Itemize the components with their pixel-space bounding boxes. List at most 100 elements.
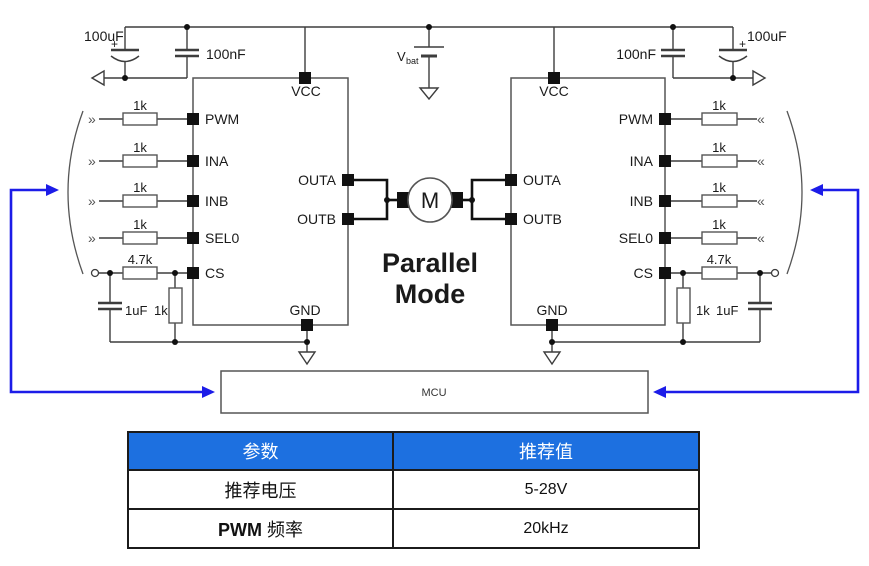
junction-dot <box>172 270 178 276</box>
junction-dot <box>680 270 686 276</box>
ground-icon <box>752 69 767 87</box>
circuit-diagram: M <box>9 24 860 414</box>
resistor-label-1k: 1k <box>712 98 726 113</box>
value-cell: 5-28V <box>392 469 700 510</box>
param-bold-part: PWM <box>217 519 262 540</box>
resistor-body <box>701 194 738 208</box>
resistor-label-1k: 1k <box>712 180 726 195</box>
resistor-label-1k: 1k <box>133 217 147 232</box>
blue-arrow-line <box>9 188 202 394</box>
table-header-parameter: 参数 <box>127 431 394 471</box>
pin-square <box>187 232 199 244</box>
junction-dot <box>172 339 178 345</box>
pin-square <box>301 319 313 331</box>
junction-dot <box>184 24 190 30</box>
resistor-body <box>122 112 158 126</box>
motor-label: M <box>421 188 439 213</box>
resistor-body <box>676 287 691 324</box>
table-row: PWM 频率 20kHz <box>127 508 700 549</box>
junction-dot <box>107 270 113 276</box>
input-connector-icon: » <box>88 111 96 127</box>
input-connector-icon: » <box>88 153 96 169</box>
left-ic-vcc-label: VCC <box>291 83 321 99</box>
wire-thick <box>470 178 505 221</box>
parameter-table: 参数 推荐值 推荐电压 5-28V PWM 频率 20kHz <box>127 431 700 549</box>
left-ic-pin-sel0: SEL0 <box>205 230 239 246</box>
right-ic-gnd-label: GND <box>536 302 567 318</box>
junction-dot <box>469 197 475 203</box>
right-decoupling-cap-label: 100nF <box>616 46 656 62</box>
mode-title-line1: Parallel <box>382 248 478 278</box>
pin-square <box>187 155 199 167</box>
junction-dot <box>384 197 390 203</box>
arrow-head-icon <box>810 184 823 196</box>
left-ic-gnd-label: GND <box>289 302 320 318</box>
ground-icon <box>542 351 562 366</box>
pin-square <box>299 72 311 84</box>
junction-dot <box>304 339 310 345</box>
resistor-body <box>701 154 738 168</box>
junction-dot <box>757 270 763 276</box>
resistor-label-1k: 1k <box>712 140 726 155</box>
left-ic-pin-outa: OUTA <box>298 172 337 188</box>
resistor-body <box>122 154 158 168</box>
mcu-signal-arrows <box>9 184 860 398</box>
table-header-row: 参数 推荐值 <box>127 431 700 471</box>
resistor-body <box>701 266 738 280</box>
right-ic-pin-cs: CS <box>634 265 653 281</box>
resistor-label-4_7k: 4.7k <box>128 252 153 267</box>
bulk-cap-curved-plate <box>110 55 140 63</box>
filter-cap-label: 1uF <box>716 303 738 318</box>
resistor-body <box>701 112 738 126</box>
filter-cap-plates <box>748 301 772 311</box>
pin-square <box>342 213 354 225</box>
vbat-subscript: bat <box>406 56 419 66</box>
arrow-head-icon <box>202 386 215 398</box>
blue-arrow-line <box>666 188 860 394</box>
resistor-label-1k: 1k <box>133 98 147 113</box>
resistors <box>122 112 738 324</box>
shunt-resistor-label: 1k <box>696 303 710 318</box>
mode-title-line2: Mode <box>395 279 466 309</box>
right-ic-pin-outa: OUTA <box>523 172 562 188</box>
pin-square <box>659 155 671 167</box>
left-ic-pin-cs: CS <box>205 265 224 281</box>
arrow-head-icon <box>46 184 59 196</box>
pin-square <box>546 319 558 331</box>
right-input-group-arc <box>786 110 803 275</box>
junction-dot <box>670 24 676 30</box>
left-input-group-arc <box>67 110 84 275</box>
left-ic-pin-inb: INB <box>205 193 228 209</box>
mcu-label: MCU <box>421 387 446 399</box>
motor-icon <box>407 177 453 223</box>
ic-pins <box>187 72 671 331</box>
junction-dot <box>680 339 686 345</box>
resistor-body <box>168 287 183 324</box>
capacitor-plates <box>98 46 772 311</box>
input-connector-icon: « <box>757 153 765 169</box>
table-header-recommended-value: 推荐值 <box>392 431 700 471</box>
resistor-body <box>122 231 158 245</box>
decoupling-cap-plates <box>661 48 685 58</box>
resistor-label-4_7k: 4.7k <box>707 252 732 267</box>
param-cell: 推荐电压 <box>127 469 394 510</box>
polarity-plus: + <box>111 37 118 51</box>
pin-square <box>659 232 671 244</box>
vbat-label: V <box>397 49 406 64</box>
left-bulk-cap-label: 100uF <box>84 28 124 44</box>
right-ic-vcc-label: VCC <box>539 83 569 99</box>
ground-icon <box>90 69 105 87</box>
bulk-cap-curved-plate <box>718 55 748 63</box>
param-cell: PWM 频率 <box>127 508 394 549</box>
motor-terminal <box>451 192 463 208</box>
param-text-part: 频率 <box>261 519 303 540</box>
right-ic-pin-outb: OUTB <box>523 211 562 227</box>
resistor-body <box>122 266 158 280</box>
resistor-label-1k: 1k <box>133 140 147 155</box>
pin-square <box>659 195 671 207</box>
shunt-resistor-label: 1k <box>154 303 168 318</box>
left-ic-pin-outb: OUTB <box>297 211 336 227</box>
input-connector-icon: « <box>757 230 765 246</box>
open-terminal-icon <box>90 268 100 278</box>
polarity-plus: + <box>739 37 746 51</box>
